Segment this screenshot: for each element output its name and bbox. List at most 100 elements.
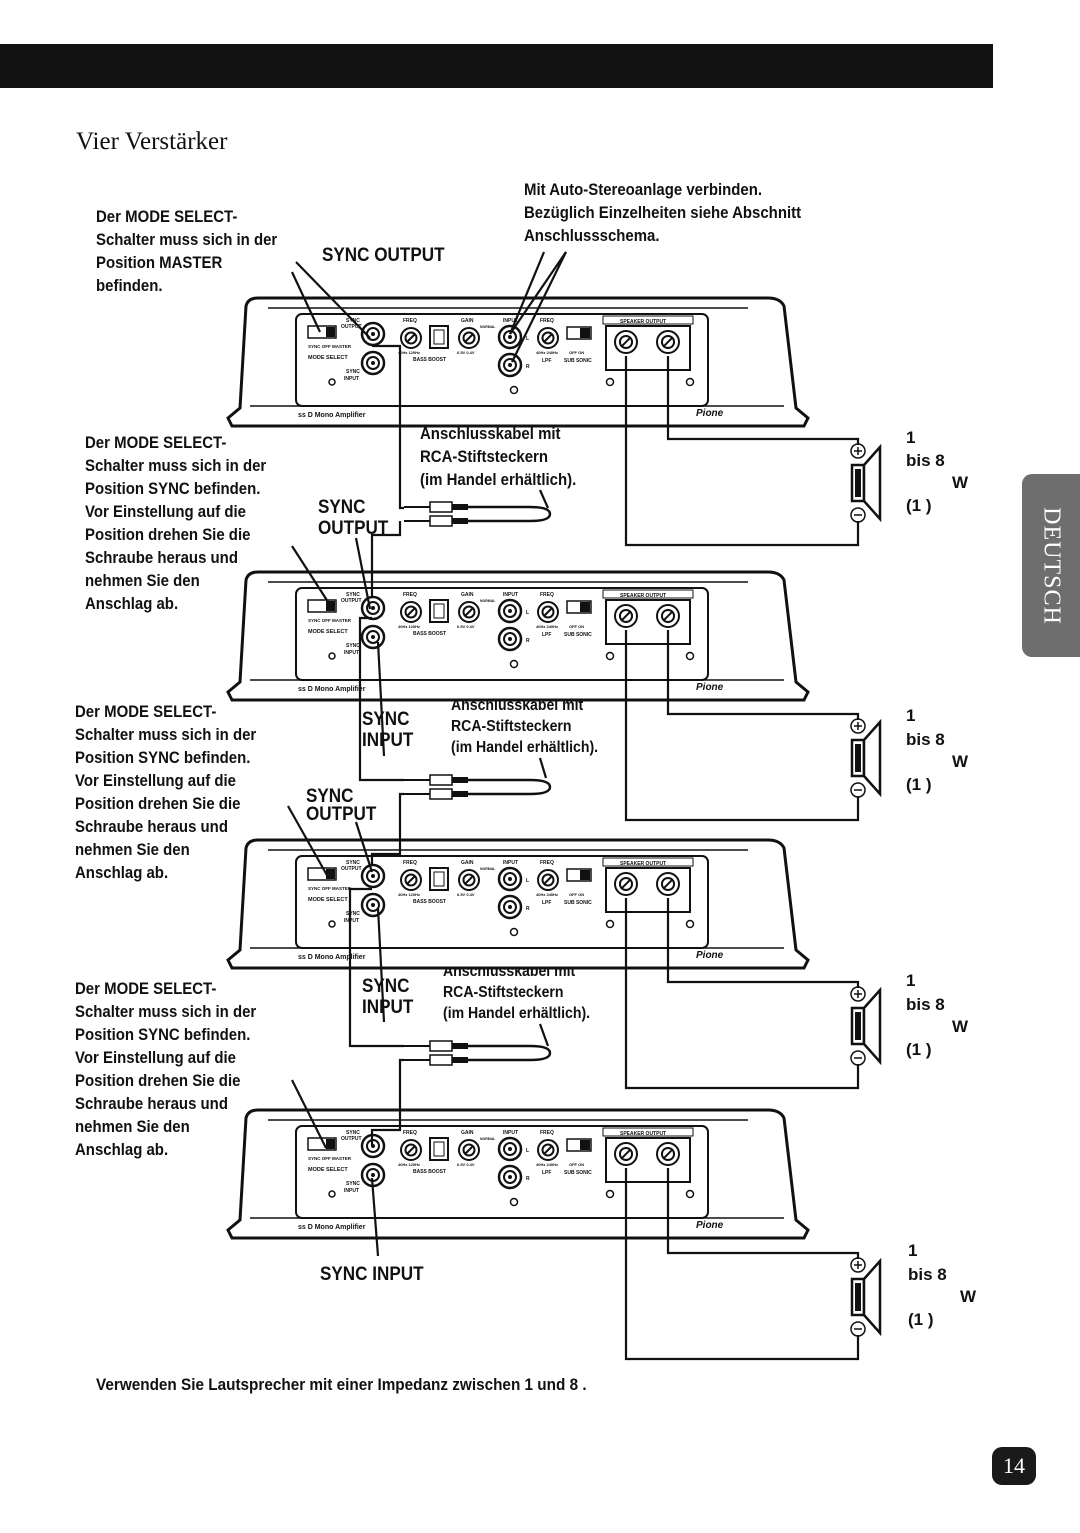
sync-out-label: SYNC bbox=[346, 1130, 360, 1136]
terminal-screw-right bbox=[685, 651, 695, 661]
leader-sync-output-2 bbox=[354, 537, 372, 610]
output-label: OUTPUT bbox=[341, 866, 362, 872]
sync-output-label-1: SYNC OUTPUT bbox=[322, 245, 445, 266]
sync-link-3a bbox=[348, 887, 404, 1048]
lpf-values: 40Hz 240Hz bbox=[536, 892, 558, 897]
freq-values: 40Hz 120Hz bbox=[398, 1162, 420, 1167]
sub-sonic-label: SUB SONIC bbox=[564, 632, 592, 638]
mode-select-label: MODE SELECT bbox=[308, 897, 348, 903]
lpf-freq-label: FREQ bbox=[540, 860, 554, 866]
mode-select-label: MODE SELECT bbox=[308, 629, 348, 635]
gain-label: GAIN bbox=[461, 1130, 474, 1136]
left-label: L bbox=[526, 1148, 529, 1154]
freq-label: FREQ bbox=[403, 592, 417, 598]
right-label: R bbox=[526, 1176, 530, 1182]
output-label-2: OUTPUT bbox=[318, 518, 389, 539]
terminal-screw-right bbox=[685, 919, 695, 929]
speaker-cone bbox=[862, 718, 882, 798]
speaker-output-label: SPEAKER OUTPUT bbox=[620, 319, 666, 325]
left-label: L bbox=[526, 610, 529, 616]
freq-label: FREQ bbox=[403, 860, 417, 866]
gain-values: 6.5V 0.4V bbox=[457, 624, 475, 629]
screw bbox=[328, 920, 336, 928]
speaker-wire-plus bbox=[666, 898, 860, 988]
speaker3-watt: W bbox=[952, 1017, 969, 1036]
speaker1-count: (1 ) bbox=[906, 496, 932, 515]
speaker-wire-plus bbox=[666, 1168, 860, 1259]
freq-values: 40Hz 120Hz bbox=[398, 624, 420, 629]
output-label: OUTPUT bbox=[341, 1136, 362, 1142]
speaker2-ohm: 1 bbox=[906, 706, 916, 725]
right-label: R bbox=[526, 906, 530, 912]
speaker1-range: bis 8 bbox=[906, 451, 945, 470]
freq-label: FREQ bbox=[403, 1130, 417, 1136]
gain-values: 6.5V 0.4V bbox=[457, 350, 475, 355]
speaker-output-label: SPEAKER OUTPUT bbox=[620, 593, 666, 599]
sync-link-2a bbox=[358, 616, 404, 782]
sync-link-2b bbox=[370, 792, 404, 866]
right-label: R bbox=[526, 638, 530, 644]
leader-mode-2 bbox=[291, 545, 331, 606]
sync-label-2: SYNC bbox=[318, 497, 366, 518]
mode-switch-positions: SYNC OFF MASTER bbox=[308, 618, 352, 623]
lpf-label: LPF bbox=[542, 358, 551, 364]
sync-label-3: SYNC bbox=[362, 709, 410, 730]
brand-logo: Pione bbox=[696, 682, 724, 693]
rca-cable-2 bbox=[404, 774, 552, 800]
lpf-values: 40Hz 240Hz bbox=[536, 1162, 558, 1167]
amp1-mode-note: Der MODE SELECT- Schalter muss sich in d… bbox=[96, 207, 278, 295]
left-label: L bbox=[526, 878, 529, 884]
lpf-values: 40Hz 240Hz bbox=[536, 350, 558, 355]
bass-boost-remote-port bbox=[429, 1137, 449, 1161]
model-label: ss D Mono Amplifier bbox=[298, 412, 366, 419]
normal-label: NORMAL bbox=[480, 599, 496, 603]
sync-label-5: SYNC bbox=[362, 976, 410, 997]
sync-input-label: SYNC INPUT bbox=[320, 1264, 424, 1285]
amp2-mode-note: Der MODE SELECT- Schalter muss sich in d… bbox=[85, 433, 267, 613]
screw bbox=[328, 378, 336, 386]
speaker-cone bbox=[862, 1257, 882, 1337]
terminal-screw-right bbox=[685, 1189, 695, 1199]
sub-sonic-label: SUB SONIC bbox=[564, 900, 592, 906]
gain-label: GAIN bbox=[461, 860, 474, 866]
bass-boost-label: BASS BOOST bbox=[413, 899, 446, 905]
speaker-wire-plus bbox=[666, 356, 860, 445]
speaker3-range: bis 8 bbox=[906, 995, 945, 1014]
mode-switch-positions: SYNC OFF MASTER bbox=[308, 886, 352, 891]
output-label-4: OUTPUT bbox=[306, 804, 377, 825]
sync-link-3b bbox=[370, 1058, 404, 1146]
gain-values: 6.5V 0.4V bbox=[457, 1162, 475, 1167]
input-screw bbox=[509, 385, 519, 395]
speaker2-count: (1 ) bbox=[906, 775, 932, 794]
stereo-connect-note: Mit Auto-Stereoanlage verbinden. Bezügli… bbox=[524, 180, 802, 245]
bass-boost-remote-port bbox=[429, 867, 449, 891]
mode-switch-positions: SYNC OFF MASTER bbox=[308, 344, 352, 349]
stereo-input-wire-left bbox=[509, 251, 567, 335]
speaker3-ohm: 1 bbox=[906, 971, 916, 990]
lpf-values: 40Hz 240Hz bbox=[536, 624, 558, 629]
bass-boost-remote-port bbox=[429, 325, 449, 349]
output-label: OUTPUT bbox=[341, 598, 362, 604]
leader-sync-input-final bbox=[370, 1177, 380, 1257]
lpf-label: LPF bbox=[542, 900, 551, 906]
model-label: ss D Mono Amplifier bbox=[298, 954, 366, 961]
sub-sonic-values: OFF ON bbox=[569, 624, 584, 629]
rca-cable-3 bbox=[404, 1040, 552, 1066]
speaker-cone bbox=[862, 986, 882, 1066]
speaker-wire-minus bbox=[624, 356, 860, 547]
sync-in-label: SYNC bbox=[346, 911, 360, 917]
speaker-output-label: SPEAKER OUTPUT bbox=[620, 861, 666, 867]
speaker-cone bbox=[862, 443, 882, 523]
speaker4-ohm: 1 bbox=[908, 1241, 918, 1260]
leader-sync-output-1 bbox=[295, 261, 371, 339]
brand-logo: Pione bbox=[696, 950, 724, 961]
leader-cable-1 bbox=[538, 489, 550, 509]
rca-plug bbox=[429, 501, 453, 513]
terminal-screw-left bbox=[605, 651, 615, 661]
right-label: R bbox=[526, 364, 530, 370]
amp4-mode-note: Der MODE SELECT- Schalter muss sich in d… bbox=[75, 979, 257, 1159]
terminal-screw-left bbox=[605, 919, 615, 929]
lpf-freq-label: FREQ bbox=[540, 592, 554, 598]
